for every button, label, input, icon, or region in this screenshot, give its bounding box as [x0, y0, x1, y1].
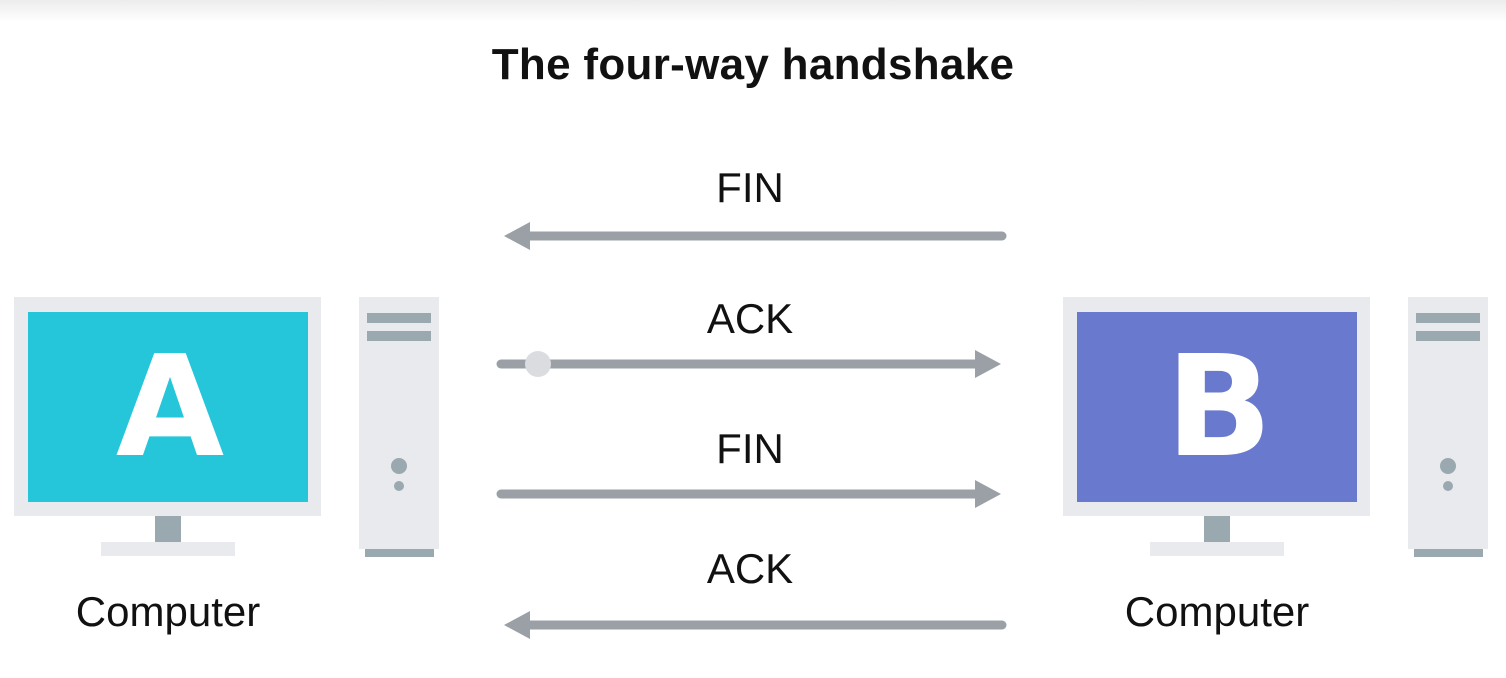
monitor-b-letter: B: [1166, 326, 1273, 489]
message-4-label: ACK: [706, 545, 794, 592]
tower-a-power-button: [391, 458, 407, 474]
tower-a-led: [394, 481, 404, 491]
arrowhead-left-icon: [504, 611, 530, 639]
arrow-3-fin: [496, 480, 1001, 508]
computer-a: A: [14, 297, 439, 557]
packet-dot-icon: [525, 351, 551, 377]
tower-b: [1408, 297, 1488, 557]
computer-a-label: Computer: [75, 588, 261, 635]
arrow-1-fin: [504, 222, 1007, 250]
monitor-b-neck: [1204, 516, 1230, 542]
arrowhead-left-icon: [504, 222, 530, 250]
tower-a-bay-1: [367, 313, 431, 323]
tower-b-foot: [1414, 549, 1483, 557]
tower-a-foot: [365, 549, 434, 557]
diagram-title: The four-way handshake: [491, 40, 1015, 89]
top-shade: [0, 0, 1506, 22]
message-2-label: ACK: [706, 295, 794, 342]
monitor-a-letter: A: [116, 326, 224, 489]
tower-a-bay-2: [367, 331, 431, 341]
arrow-2-ack: [496, 350, 1001, 378]
monitor-a-neck: [155, 516, 181, 542]
monitor-a-screen: [28, 312, 308, 502]
tower-a: [359, 297, 439, 557]
arrowhead-right-icon: [975, 480, 1001, 508]
arrowhead-right-icon: [975, 350, 1001, 378]
monitor-a-base: [101, 542, 235, 556]
monitor-b-screen: [1077, 312, 1357, 502]
arrow-4-ack: [504, 611, 1007, 639]
tower-b-bay-1: [1416, 313, 1480, 323]
monitor-b-base: [1150, 542, 1284, 556]
message-1-label: FIN: [716, 164, 784, 211]
tower-b-power-button: [1440, 458, 1456, 474]
message-3-label: FIN: [716, 425, 784, 472]
tower-b-led: [1443, 481, 1453, 491]
tower-b-bay-2: [1416, 331, 1480, 341]
computer-b: B: [1063, 297, 1488, 557]
computer-b-label: Computer: [1124, 588, 1310, 635]
